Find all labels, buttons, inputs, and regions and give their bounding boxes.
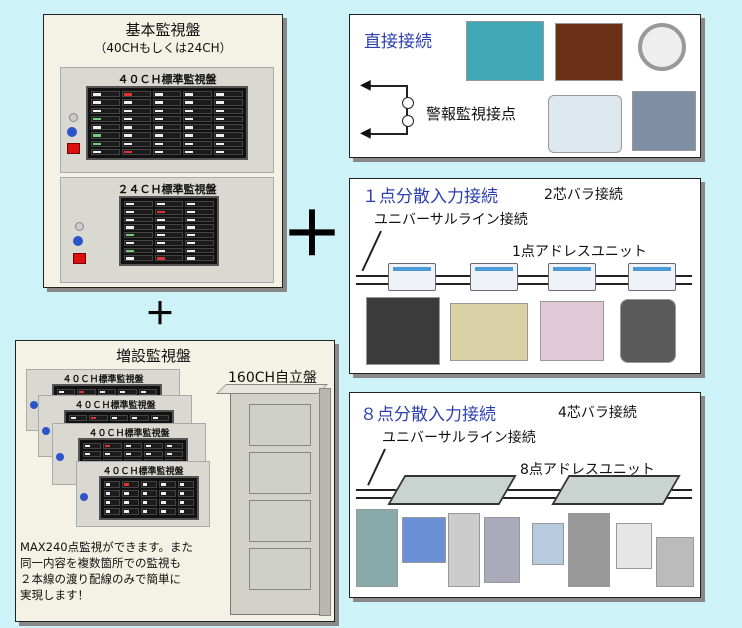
push-button [73,236,83,246]
equipment-image-tank [548,95,622,153]
extension-panel-title: 増設監視盤 [116,347,192,365]
equipment-image-1 [356,509,398,587]
push-button [67,127,77,137]
eight-point-title: ８点分散入力接続 [360,405,496,425]
address-unit [628,263,676,291]
contact-wire [370,85,406,87]
equipment-image-6 [568,513,610,587]
address-unit-8pt [551,475,681,505]
equipment-image-furnace [555,23,623,81]
extension-board-title: ４０ＣＨ標準監視盤 [74,401,156,411]
equipment-image-7 [616,523,652,569]
push-button [80,493,88,501]
equipment-image-8 [656,537,694,587]
one-point-title: １点分散入力接続 [362,187,498,207]
universal-line [356,283,692,285]
equipment-image-5 [532,523,564,565]
push-button [42,427,50,435]
equipment-image-2 [402,517,446,563]
equipment-image-compressor [632,91,696,151]
extension-note-line-4: 実現します！ [20,588,89,602]
freestanding-cabinet [216,384,331,616]
pointer-line [361,230,382,272]
alarm-button [73,253,86,264]
cabinet-board [249,548,311,590]
cabinet-board [249,404,311,446]
direct-connection-panel: 直接接続 ◀ ◀ 警報監視接点 [349,14,701,158]
eight-point-wire-label: 4芯バラ接続 [558,405,637,421]
equipment-image-press [366,297,440,365]
extension-panel: 増設監視盤 160CH自立盤 ４０ＣＨ標準監視盤 ４０ＣＨ標準監視盤 ４０ＣＨ標… [15,340,335,622]
freestanding-panel-label: 160CH自立盤 [228,370,318,386]
extension-board-title: ４０ＣＨ標準監視盤 [62,375,144,385]
equipment-image-panel [540,301,604,361]
contact-wire [370,133,406,135]
extension-note-line-3: ２本線の渡り配線のみで簡単に [20,572,181,586]
eight-point-panel: ８点分散入力接続 4芯バラ接続 ユニバーサルライン接続 8点アドレスユニット [349,392,701,598]
extension-board-4: ４０ＣＨ標準監視盤 [76,461,210,527]
extension-board-title: ４０ＣＨ標準監視盤 [88,429,170,439]
plus-sign-large: ＋ [282,200,342,270]
direct-connection-title: 直接接続 [364,32,432,52]
alarm-contact-icon [402,97,414,109]
board-40ch-title: ４０ＣＨ標準監視盤 [117,73,217,86]
board-24ch: ２４ＣＨ標準監視盤 [60,177,274,283]
cabinet-board [249,500,311,542]
arrow-icon: ◀ [360,125,371,141]
extension-note-line-2: 同一内容を複数箇所での監視も [20,556,181,570]
lamp-indicator [75,222,84,231]
board-24ch-title: ２４ＣＨ標準監視盤 [117,183,217,196]
pointer-line [367,448,386,486]
one-point-line-label: ユニバーサルライン接続 [374,212,528,228]
one-point-unit-label: 1点アドレスユニット [512,244,647,260]
equipment-image-4 [484,517,520,583]
address-unit-8pt [387,475,517,505]
alarm-grid [99,476,199,520]
equipment-image-pump [450,303,528,361]
basic-panel: 基本監視盤 （40CHもしくは24CH） ４０ＣＨ標準監視盤 ２４ＣＨ標準監視盤 [43,14,283,288]
push-button [30,401,38,409]
alarm-grid-40 [86,86,248,160]
one-point-panel: １点分散入力接続 2芯バラ接続 ユニバーサルライン接続 1点アドレスユニット [349,178,701,374]
extension-board-title: ４０ＣＨ標準監視盤 [102,467,184,477]
address-unit [470,263,518,291]
universal-line [356,497,692,499]
extension-note-line-1: MAX240点監視ができます。また [20,540,193,554]
alarm-grid-24 [119,196,219,266]
alarm-contact-label: 警報監視接点 [426,105,517,123]
equipment-image-3 [448,513,480,587]
one-point-wire-label: 2芯バラ接続 [544,187,623,203]
eight-point-line-label: ユニバーサルライン接続 [382,430,536,446]
cabinet-board [249,452,311,494]
eight-point-unit-label: 8点アドレスユニット [520,462,655,478]
address-unit [548,263,596,291]
lamp-indicator [69,113,78,122]
equipment-image-motor [620,299,676,363]
push-button [56,453,64,461]
equipment-image-gauge [638,23,686,71]
alarm-button [67,143,80,154]
basic-panel-subtitle: （40CHもしくは24CH） [94,41,232,55]
universal-line [356,489,692,491]
equipment-image-control [466,21,544,81]
universal-line [356,275,692,277]
contact-wire [406,85,408,135]
arrow-icon: ◀ [360,77,371,93]
address-unit [388,263,436,291]
basic-panel-title: 基本監視盤 [125,21,201,39]
alarm-contact-icon [402,115,414,127]
board-40ch: ４０ＣＨ標準監視盤 [60,67,274,173]
plus-sign-small: ＋ [145,297,175,332]
